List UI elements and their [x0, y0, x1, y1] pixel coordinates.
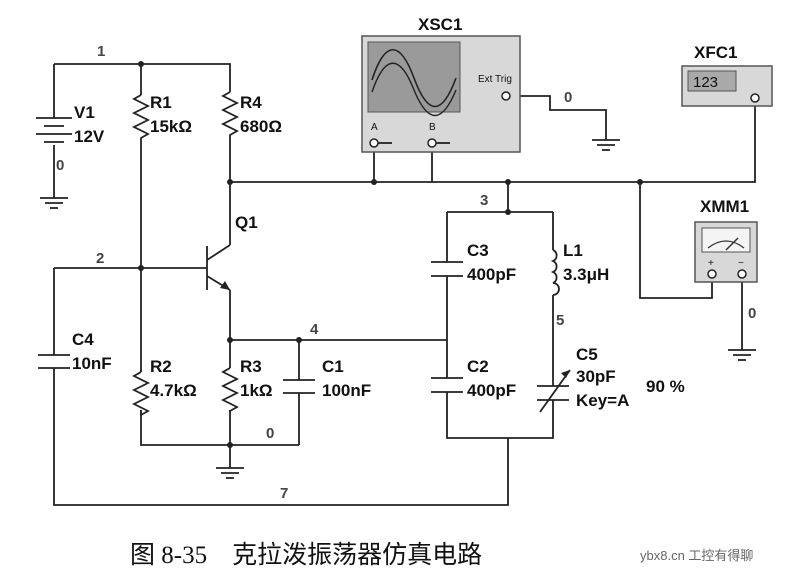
frequency-counter-terminal[interactable] [750, 93, 760, 103]
c4-value: 10nF [72, 354, 112, 373]
node-0-scope-label: 0 [564, 89, 572, 106]
frequency-display: 123 [693, 74, 718, 91]
battery-v1-symbol [36, 117, 72, 143]
c5-percent: 90 % [646, 377, 685, 396]
channel-b-label: B [429, 122, 436, 133]
oscilloscope-label: XSC1 [418, 15, 462, 34]
node-5-label: 5 [556, 312, 564, 329]
node-0-bus-label: 0 [266, 425, 274, 442]
capacitor-c3-symbol [431, 261, 463, 277]
multimeter-plus-label: + [708, 258, 714, 269]
r4-name: R4 [240, 93, 262, 112]
ground-symbol-scope [592, 139, 620, 151]
resistor-r4-symbol [220, 91, 240, 145]
multimeter-minus-label: − [738, 258, 744, 269]
watermark-text: ybx8.cn 工控有得聊 [640, 548, 753, 563]
c4-name: C4 [72, 330, 94, 349]
wires [53, 63, 756, 506]
resistor-r3-symbol [220, 367, 240, 413]
channel-a-terminal[interactable] [369, 138, 379, 148]
l1-name: L1 [563, 241, 583, 260]
c5-key: Key=A [576, 391, 629, 410]
node-0-v1-label: 0 [56, 157, 64, 174]
c2-name: C2 [467, 357, 489, 376]
r3-value: 1kΩ [240, 381, 273, 400]
c2-value: 400pF [467, 381, 516, 400]
v1-value: 12V [74, 127, 105, 146]
c1-name: C1 [322, 357, 344, 376]
r3-name: R3 [240, 357, 262, 376]
r1-name: R1 [150, 93, 172, 112]
ext-trig-label: Ext Trig [478, 74, 512, 85]
node-1-label: 1 [97, 43, 105, 60]
r2-name: R2 [150, 357, 172, 376]
ext-trig-terminal[interactable] [501, 91, 511, 101]
variable-capacitor-c5-symbol [537, 360, 571, 413]
resistor-r2-symbol [131, 371, 151, 417]
inductor-l1-symbol [550, 249, 560, 296]
c1-value: 100nF [322, 381, 371, 400]
c3-value: 400pF [467, 265, 516, 284]
r4-value: 680Ω [240, 117, 282, 136]
waveform-trace-b [371, 62, 457, 117]
waveform-trace-a [371, 48, 457, 108]
ground-symbol-main [216, 467, 244, 479]
multimeter-minus-terminal[interactable] [737, 269, 747, 279]
r2-value: 4.7kΩ [150, 381, 197, 400]
channel-a-label: A [371, 122, 378, 133]
capacitor-c1-symbol [283, 379, 315, 394]
node-7-label: 7 [280, 485, 288, 502]
node-3-label: 3 [480, 192, 488, 209]
c3-name: C3 [467, 241, 489, 260]
frequency-counter-xfc1[interactable]: 123 [681, 65, 773, 107]
l1-value: 3.3μH [563, 265, 609, 284]
v1-name: V1 [74, 103, 95, 122]
node-0-multimeter-label: 0 [748, 305, 756, 322]
capacitor-c2-symbol [431, 377, 463, 393]
figure-caption: 图 8-35 克拉泼振荡器仿真电路 [130, 541, 482, 569]
multimeter-plus-terminal[interactable] [707, 269, 717, 279]
ground-symbol-multimeter [728, 349, 756, 361]
node-4-label: 4 [310, 321, 319, 338]
r1-value: 15kΩ [150, 117, 192, 136]
frequency-counter-label: XFC1 [694, 43, 737, 62]
oscilloscope-xsc1[interactable]: Ext Trig A B [361, 35, 521, 153]
transistor-q1-symbol [206, 244, 231, 291]
c5-name: C5 [576, 345, 598, 364]
resistor-r1-symbol [131, 94, 151, 148]
q1-name: Q1 [235, 213, 258, 232]
ground-symbol-v1 [40, 197, 68, 209]
node-2-label: 2 [96, 250, 104, 267]
junctions [138, 61, 643, 448]
multimeter-xmm1[interactable]: + − [694, 221, 758, 283]
c5-value: 30pF [576, 367, 616, 386]
capacitor-c4-symbol [38, 354, 70, 369]
channel-b-terminal[interactable] [427, 138, 437, 148]
multimeter-label: XMM1 [700, 197, 749, 216]
